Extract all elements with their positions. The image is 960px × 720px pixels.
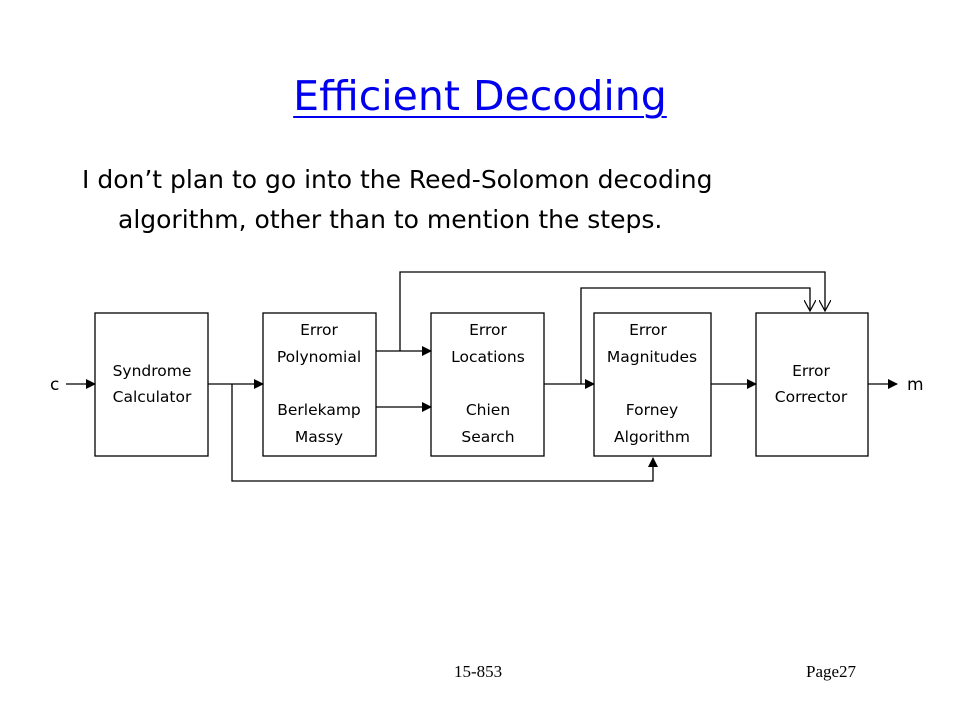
footer-course-number: 15-853 — [454, 662, 503, 681]
block-label-line: Chien — [466, 401, 510, 419]
block-label-line: Search — [461, 428, 514, 446]
error-magnitudes-block: Error Magnitudes Forney Algorithm — [593, 312, 712, 457]
polynomial-to-corrector-connector — [399, 271, 825, 351]
block-label-line: Massy — [295, 428, 343, 446]
block-label-line: Locations — [451, 348, 525, 366]
locations-to-corrector-connector — [580, 287, 810, 384]
block-label-line: Syndrome — [113, 362, 192, 380]
block-label-line: Error — [629, 321, 667, 339]
error-locations-block: Error Locations Chien Search — [430, 312, 545, 457]
block-label-line: Berlekamp — [277, 401, 361, 419]
block-label-line: Magnitudes — [607, 348, 697, 366]
block-label-line: Algorithm — [614, 428, 690, 446]
slide-body-text: I don’t plan to go into the Reed-Solomon… — [82, 160, 882, 240]
slide-title: Efficient Decoding — [293, 72, 667, 120]
block-label-line: Error — [469, 321, 507, 339]
error-polynomial-block: Error Polynomial Berlekamp Massy — [262, 312, 377, 457]
error-corrector-block: Error Corrector — [755, 312, 869, 457]
output-label-m: m — [907, 375, 924, 395]
block-label-line: Error — [300, 321, 338, 339]
block-label-line: Error — [792, 362, 830, 380]
syndrome-calculator-block: Syndrome Calculator — [94, 312, 209, 457]
syndrome-to-forney-connector — [231, 384, 658, 482]
input-label-c: c — [50, 375, 59, 395]
block-label-line: Forney — [626, 401, 678, 419]
block-label-line: Polynomial — [277, 348, 361, 366]
block-label-line: Calculator — [113, 388, 192, 406]
body-line-1: I don’t plan to go into the Reed-Solomon… — [82, 165, 713, 194]
block-label-line: Corrector — [775, 388, 848, 406]
footer-page-number: Page27 — [806, 662, 857, 681]
body-line-2: algorithm, other than to mention the ste… — [118, 205, 663, 234]
